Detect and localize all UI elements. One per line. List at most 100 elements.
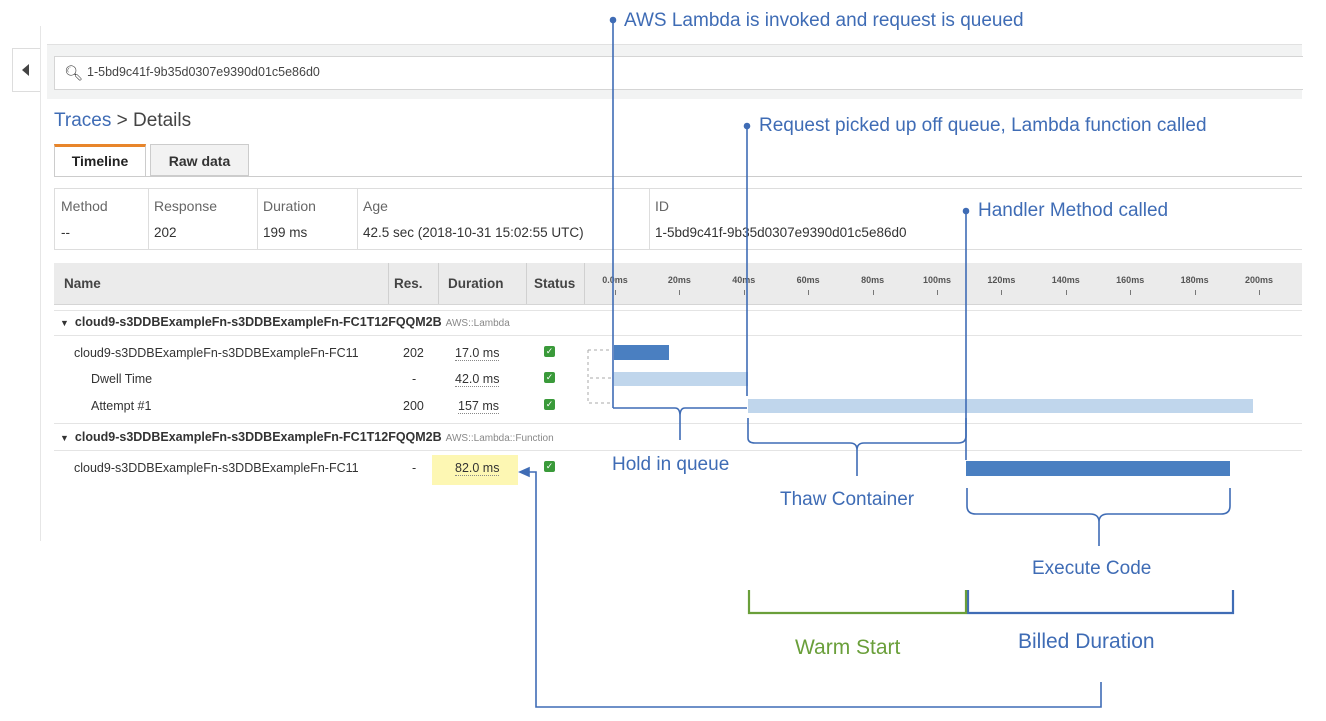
segment-origin: AWS::Lambda::Function [445,433,554,444]
trace-search-input[interactable]: 🔍︎ 1-5bd9c41f-9b35d0307e9390d01c5e86d0 [54,56,1303,90]
summary-response: Response 202 [148,189,258,249]
summary-method: Method -- [55,189,149,249]
summary-id-label: ID [655,198,669,214]
column-divider [584,263,585,304]
timeline-tick-label: 0.0ms [602,275,628,285]
annotation-thaw-container: Thaw Container [780,489,915,510]
annotation-execute-code: Execute Code [1032,558,1152,579]
annotation-warm-start: Warm Start [795,636,901,659]
timeline-tick-label: 160ms [1116,275,1145,285]
row-name[interactable]: Dwell Time [91,372,153,386]
timeline-tick-label: 140ms [1051,275,1080,285]
breadcrumb: Traces > Details [54,110,191,132]
summary-duration: Duration 199 ms [257,189,358,249]
row-duration: 17.0 ms [455,346,500,361]
row-duration: 42.0 ms [455,372,500,387]
segment-name: cloud9-s3DDBExampleFn-s3DDBExampleFn-FC1… [74,315,442,329]
breadcrumb-current: Details [133,110,192,131]
summary-age-value: 42.5 sec (2018-10-31 15:02:55 UTC) [363,225,584,240]
timeline-tick-mark [1130,290,1132,295]
row-duration: 157 ms [458,399,499,414]
summary-response-value: 202 [154,225,177,240]
summary-id: ID 1-5bd9c41f-9b35d0307e9390d01c5e86d0 [649,189,1301,249]
timeline-tick-label: 40ms [732,275,756,285]
summary-duration-value: 199 ms [263,225,308,240]
collapse-sidebar-button[interactable] [12,48,41,92]
timeline-table-header: Name Res. Duration Status [54,263,1302,305]
summary-age-label: Age [363,198,388,214]
timeline-tick-label: 100ms [922,275,952,285]
billed-bracket [966,590,1235,615]
timeline-tick-mark [937,290,938,295]
tab-divider [54,176,1302,177]
annotation-picked-up: Request picked up off queue, Lambda func… [759,115,1207,136]
timeline-tick-label: 80ms [861,275,885,285]
column-duration[interactable]: Duration [448,276,504,291]
search-query: 1-5bd9c41f-9b35d0307e9390d01c5e86d0 [87,65,320,79]
row-res: 202 [403,346,424,360]
timeline-tick-mark [1065,290,1067,295]
summary-id-value: 1-5bd9c41f-9b35d0307e9390d01c5e86d0 [655,225,907,240]
timeline-bar-invocation[interactable] [614,345,669,360]
timeline-tick-mark [1194,290,1196,295]
row-name[interactable]: Attempt #1 [91,399,152,413]
annotation-hold-in-queue: Hold in queue [612,454,730,475]
tab-raw-data[interactable]: Raw data [150,144,249,176]
column-divider [388,263,389,304]
tab-timeline[interactable]: Timeline [54,144,146,176]
caret-down-icon: ▼ [60,433,69,443]
summary-response-label: Response [154,198,218,214]
timeline-bar-dwell-time[interactable] [614,372,748,386]
row-res: - [412,372,417,386]
summary-duration-label: Duration [263,198,316,214]
row-divider [54,310,1302,311]
summary-method-value: -- [61,225,70,240]
annotation-handler: Handler Method called [978,200,1169,221]
annotation-billed-duration: Billed Duration [1018,630,1155,653]
caret-down-icon: ▼ [60,318,69,328]
timeline-bar-function[interactable] [966,461,1230,476]
column-status[interactable]: Status [534,276,576,291]
row-res: 200 [403,399,424,413]
arrow-left-icon [518,466,530,478]
segment-name: cloud9-s3DDBExampleFn-s3DDBExampleFn-FC1… [74,430,442,444]
thaw-brace [747,418,967,476]
status-ok-icon: ✓ [544,461,555,472]
annotation-invoked: AWS Lambda is invoked and request is que… [624,10,1024,31]
column-divider [438,263,439,304]
column-name[interactable]: Name [64,276,101,291]
timeline-tick-mark [808,290,810,295]
warm-start-bracket [747,590,968,615]
trace-summary: Method -- Response 202 Duration 199 ms A… [54,188,1302,250]
status-ok-icon: ✓ [544,346,555,357]
timeline-tick-mark [1001,290,1003,295]
breadcrumb-traces-link[interactable]: Traces [54,110,112,131]
chevron-left-icon [22,64,29,76]
connector-dashes [587,349,612,404]
segment-header-lambda[interactable]: ▼ cloud9-s3DDBExampleFn-s3DDBExampleFn-FC… [60,315,510,329]
timeline-bar-attempt[interactable] [748,399,1253,413]
row-name[interactable]: cloud9-s3DDBExampleFn-s3DDBExampleFn-FC1… [74,461,359,475]
timeline-tick-mark [872,290,874,295]
status-ok-icon: ✓ [544,399,555,410]
status-ok-icon: ✓ [544,372,555,383]
segment-origin: AWS::Lambda [445,318,510,329]
column-res[interactable]: Res. [394,276,423,291]
sidebar-divider [40,26,41,541]
timeline-tick-mark [1259,290,1260,295]
summary-method-label: Method [61,198,108,214]
row-duration: 82.0 ms [455,461,500,476]
timeline-tick-mark [679,290,681,295]
timeline-tick-label: 60ms [796,275,820,285]
search-icon: 🔍︎ [64,65,84,82]
summary-age: Age 42.5 sec (2018-10-31 15:02:55 UTC) [357,189,650,249]
timeline-tick-label: 200ms [1244,275,1274,285]
row-divider [54,450,1302,451]
row-name[interactable]: cloud9-s3DDBExampleFn-s3DDBExampleFn-FC1… [74,346,359,360]
execute-brace [966,488,1231,546]
row-divider [54,335,1302,336]
duration-highlight [432,455,518,485]
breadcrumb-separator: > [116,110,128,131]
segment-header-lambda-function[interactable]: ▼ cloud9-s3DDBExampleFn-s3DDBExampleFn-FC… [60,430,554,444]
